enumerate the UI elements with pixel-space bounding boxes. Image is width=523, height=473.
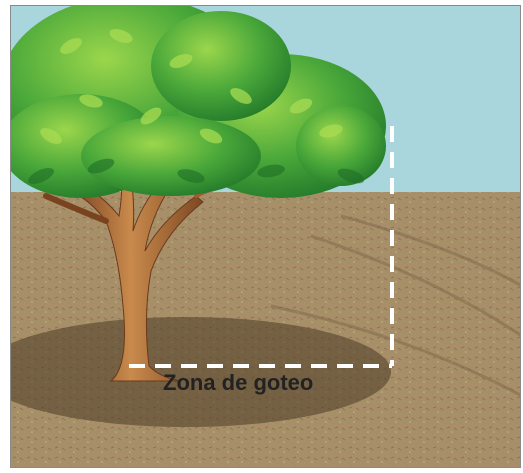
drip-zone-shadow (11, 317, 391, 427)
illustration-frame: Zona de goteo (10, 5, 521, 468)
drip-zone-illustration (11, 6, 520, 467)
soil-furrows (270, 214, 520, 397)
tree-canopy (11, 6, 386, 198)
drip-line-dashed (129, 126, 394, 368)
drip-zone-label: Zona de goteo (163, 370, 314, 395)
